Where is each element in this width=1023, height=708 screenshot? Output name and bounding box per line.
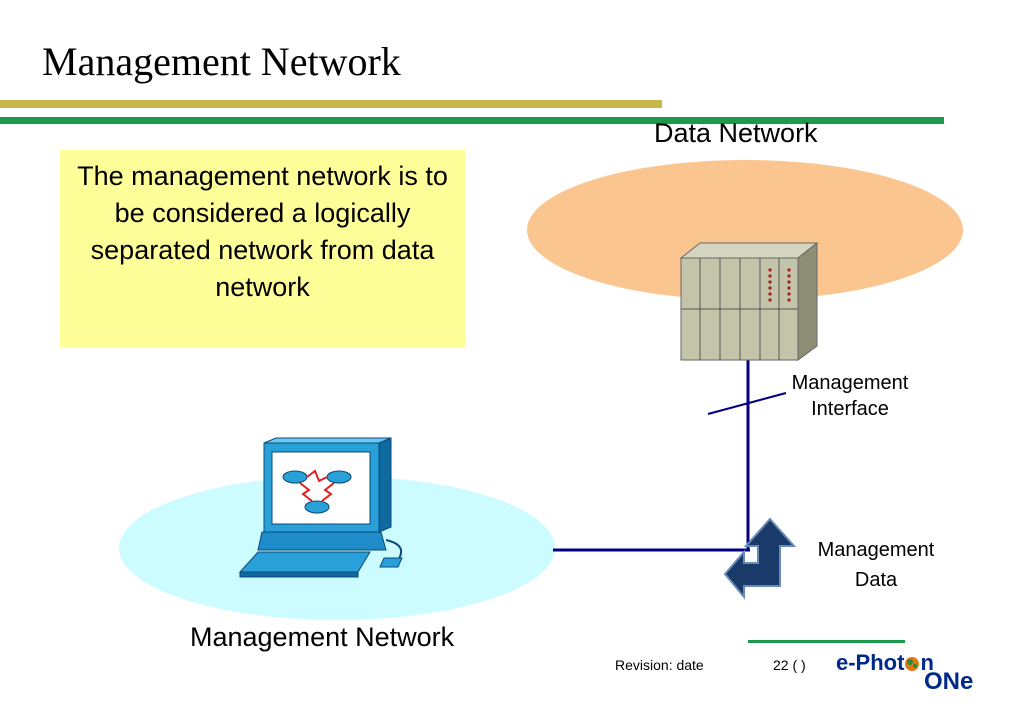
slide-title: Management Network	[42, 39, 401, 84]
footer-rule	[748, 640, 905, 643]
note-box: The management network is to be consider…	[60, 150, 465, 347]
data-network-label: Data Network	[654, 118, 818, 148]
bidirectional-arrow-icon	[723, 517, 797, 600]
management-network-label: Management Network	[190, 622, 455, 652]
title-rule-gold	[0, 100, 662, 108]
management-workstation-icon	[238, 437, 403, 578]
management-interface-label: Management Interface	[791, 372, 909, 420]
globe-icon	[905, 657, 920, 671]
management-data-label: Management Data	[817, 539, 935, 591]
interface-marker	[707, 392, 787, 415]
logo-text-line2: ONe	[924, 668, 974, 695]
title-rule-green	[0, 117, 944, 124]
data-network-cloud	[527, 160, 963, 300]
revision-text: Revision: date	[615, 657, 704, 673]
network-equipment-rack-icon	[679, 241, 819, 361]
page-number: 22 ( )	[773, 657, 806, 673]
